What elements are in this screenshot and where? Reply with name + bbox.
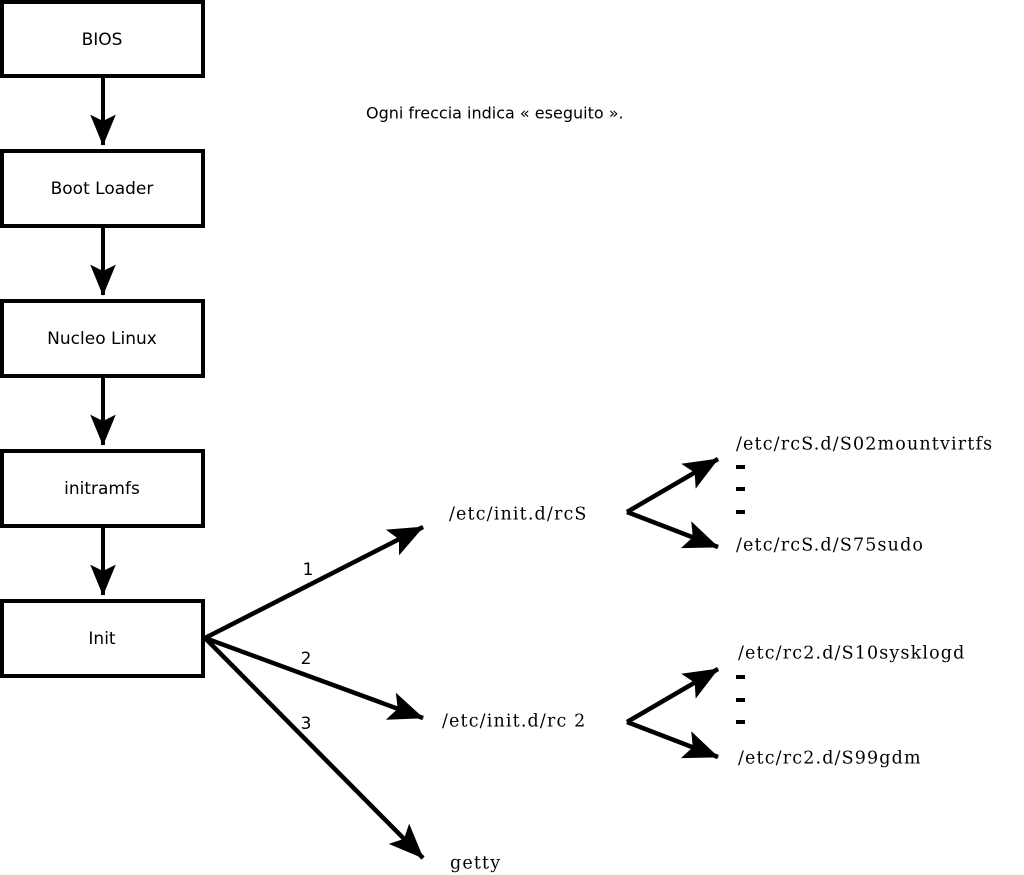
label-rcs[interactable]: /etc/init.d/rcS (449, 505, 588, 525)
arrow-rc2-to-first (625, 667, 720, 724)
bios-label: BIOS (82, 30, 123, 50)
arrow-rcs-to-last (626, 509, 719, 550)
arrow-init-to-getty (203, 636, 425, 860)
boot-chain-group: BIOS Boot Loader Nucleo Linux initramfs … (0, 0, 205, 678)
init-label: Init (88, 629, 116, 649)
bootloader-label: Boot Loader (51, 179, 154, 199)
arrow-init-to-rcs (203, 524, 425, 641)
branch-number-1: 1 (303, 560, 314, 580)
initramfs-box[interactable] (0, 449, 205, 528)
rc2-fanout-group: /etc/rc2.d/S10sysklogd /etc/rc2.d/S99gdm (625, 644, 966, 769)
kernel-box[interactable] (0, 299, 205, 378)
arrow-rc2-to-last (626, 719, 719, 760)
label-rc2[interactable]: /etc/init.d/rc 2 (442, 712, 586, 732)
rcs-first-script[interactable]: /etc/rcS.d/S02mountvirtfs (736, 435, 993, 455)
kernel-label: Nucleo Linux (47, 329, 157, 349)
rc2-last-script[interactable]: /etc/rc2.d/S99gdm (738, 749, 922, 769)
node-kernel[interactable]: Nucleo Linux (0, 299, 205, 378)
init-fanout-arrows (203, 524, 425, 860)
label-getty[interactable]: getty (450, 854, 501, 874)
init-branch-labels: /etc/init.d/rcS /etc/init.d/rc 2 getty (442, 505, 588, 874)
rcs-last-script[interactable]: /etc/rcS.d/S75sudo (736, 536, 924, 556)
rcs-fanout-group: /etc/rcS.d/S02mountvirtfs /etc/rcS.d/S75… (625, 435, 993, 556)
node-bios[interactable]: BIOS (0, 0, 205, 78)
branch-number-2: 2 (301, 649, 312, 669)
initramfs-label: initramfs (64, 479, 140, 499)
legend-note: Ogni freccia indica « eseguito ». (366, 104, 624, 123)
rc2-first-script[interactable]: /etc/rc2.d/S10sysklogd (738, 644, 966, 664)
fanout-number-labels: 1 2 3 (301, 560, 314, 734)
arrow-rcs-to-first (625, 457, 720, 514)
node-initramfs[interactable]: initramfs (0, 449, 205, 528)
bios-box[interactable] (0, 0, 205, 78)
arrow-init-to-rc2 (204, 635, 424, 721)
branch-number-3: 3 (301, 714, 312, 734)
init-box[interactable] (0, 599, 205, 678)
node-init[interactable]: Init (0, 599, 205, 678)
node-bootloader[interactable]: Boot Loader (0, 149, 205, 228)
